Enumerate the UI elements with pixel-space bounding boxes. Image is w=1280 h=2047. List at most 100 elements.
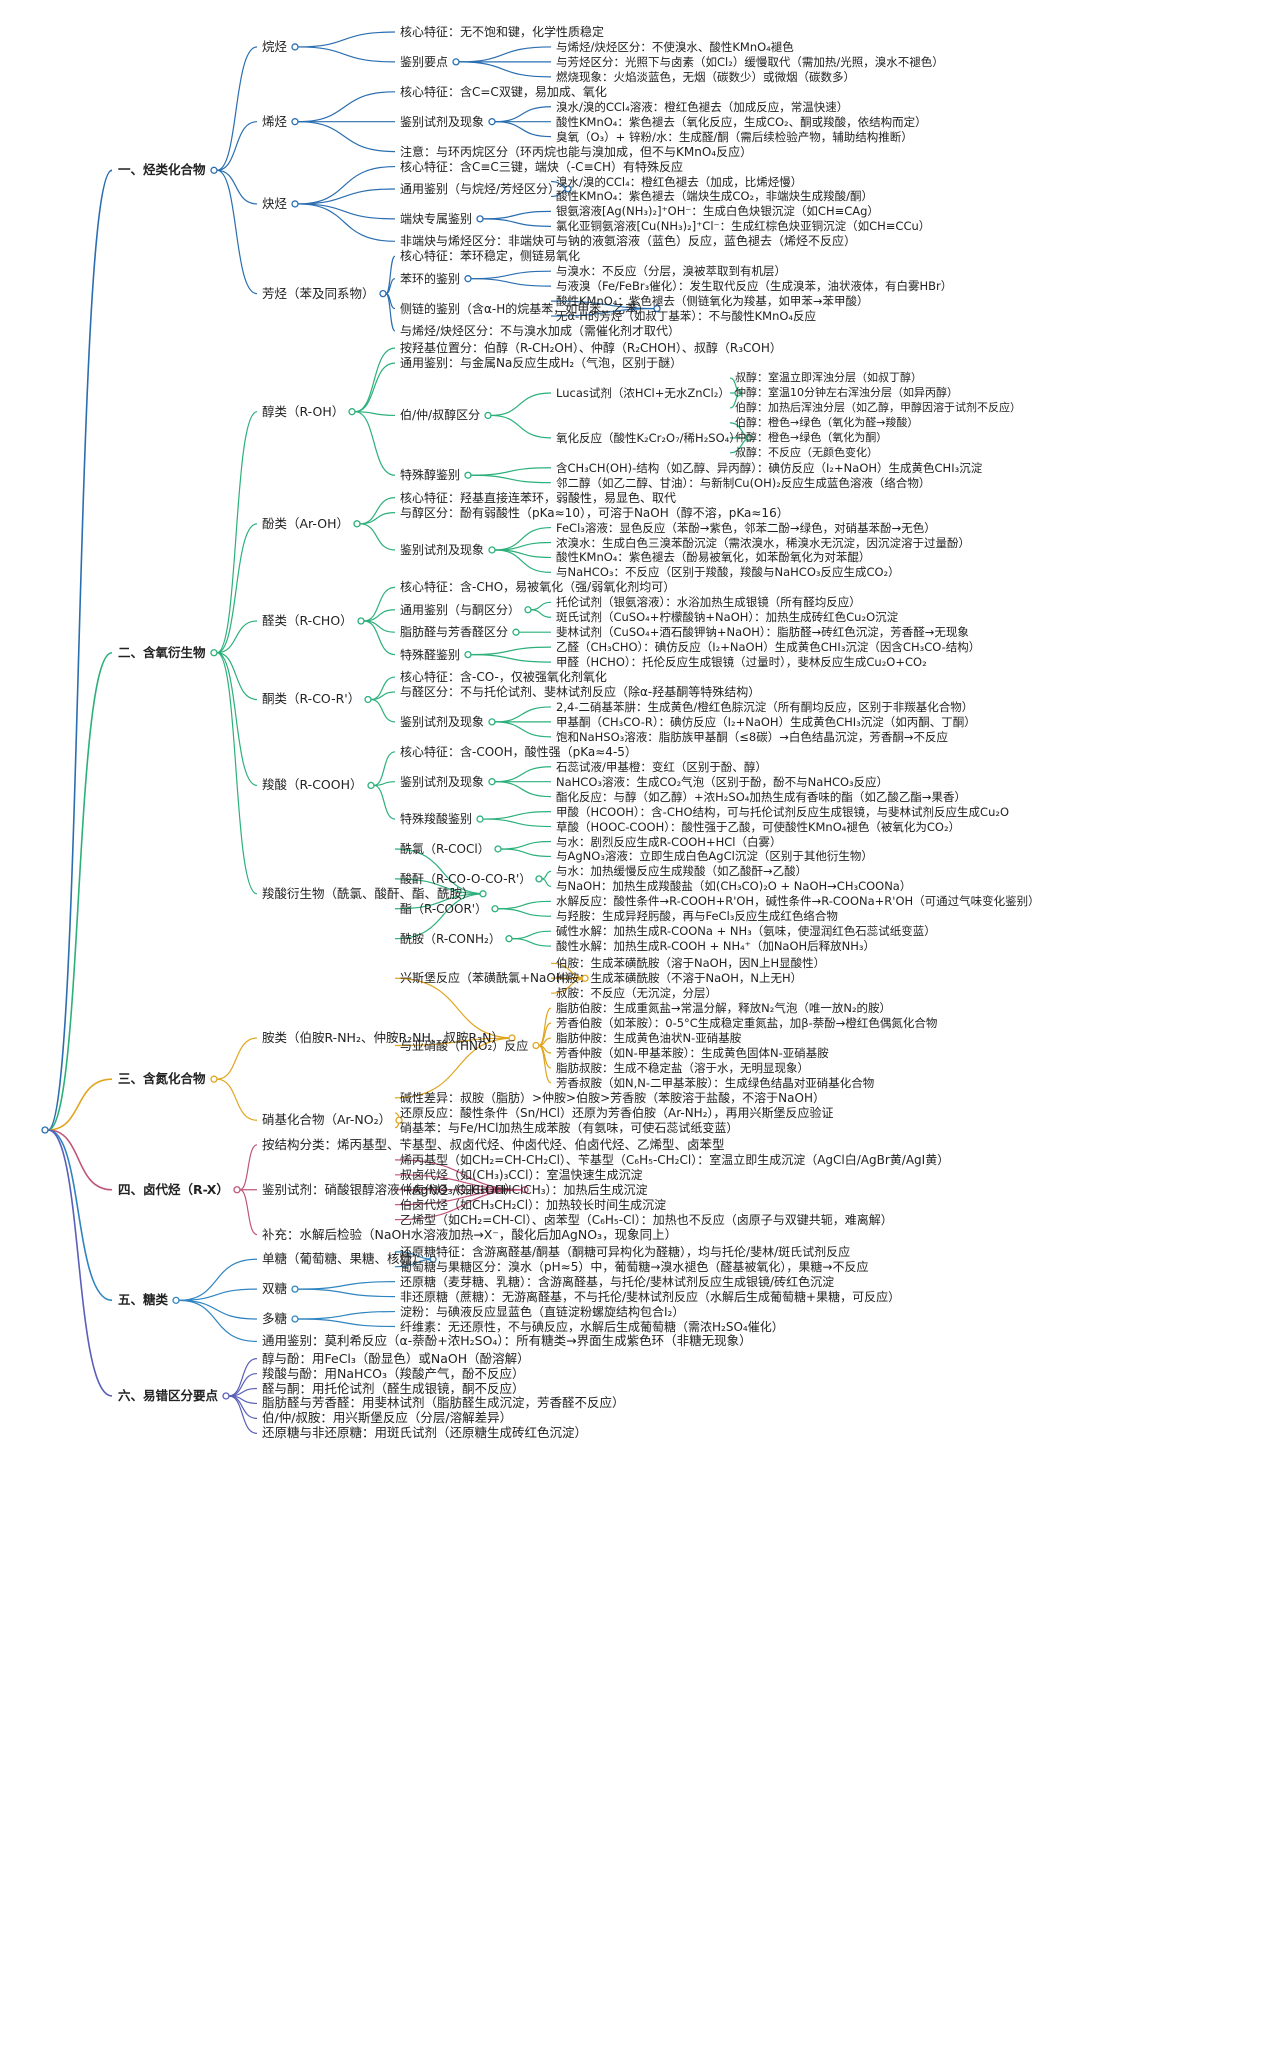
leaf-node: 甲醛（HCHO）：托伦反应生成银镜（过量时），斐林反应生成Cu₂O+CO₂	[556, 655, 927, 670]
leaf-node: 与醛区分：不与托伦试剂、斐林试剂反应（除α-羟基酮等特殊结构）	[400, 685, 761, 699]
node-dot	[464, 275, 472, 283]
connector-line	[297, 203, 396, 220]
branch-node: 特殊羧酸鉴别	[400, 812, 473, 827]
branch-node: 单糖（葡萄糖、果糖、核糖）	[262, 1251, 425, 1267]
leaf-node: 注意：与环丙烷区分（环丙烷也能与溴加成，但不与KMnO₄反应）	[400, 144, 753, 159]
leaf-node: 伯/仲/叔胺：用兴斯堡反应（分层/溶解差异）	[262, 1410, 513, 1426]
branch-node: Lucas试剂（浓HCl+无水ZnCl₂）	[556, 386, 730, 400]
leaf-node: 与AgNO₃溶液：立即生成白色AgCl沉淀（区别于其他衍生物）	[556, 849, 873, 864]
leaf-node: 核心特征：含C=C双键，易加成、氧化	[400, 84, 607, 99]
leaf-node: 通用鉴别：与金属Na反应生成H₂（气泡，区别于醚）	[400, 356, 683, 371]
connector-line	[494, 706, 552, 723]
connector-line	[216, 121, 258, 171]
branch-node: 鉴别试剂及现象	[400, 114, 485, 129]
node-dot	[367, 781, 375, 790]
leaf-node: 饱和NaHSO₃溶液：脂肪族甲基酮（≤8碳）→白色结晶沉淀，芳香酮→不反应	[556, 729, 948, 744]
connector-line	[216, 169, 258, 295]
leaf-node: 乙烯型（如CH₂=CH-Cl）、卤苯型（C₆H₅-Cl）：加热也不反应（卤原子与…	[400, 1212, 893, 1227]
connector-line	[373, 784, 396, 820]
leaf-node: 烯丙基型（如CH₂=CH-CH₂Cl）、苄基型（C₆H₅-CH₂Cl）：室温立即…	[400, 1152, 950, 1167]
connector-line	[497, 908, 552, 917]
connector-line	[385, 278, 396, 295]
section-title: 二、含氧衍生物	[118, 644, 206, 660]
branch-node: 羧酸衍生物（酰氯、酸酐、酯、酰胺）	[262, 885, 475, 901]
leaf-node: 还原反应：酸性条件（Sn/HCl）还原为芳香伯胺（Ar-NH₂），再用兴斯堡反应…	[400, 1105, 834, 1120]
leaf-node: 与NaHCO₃：不反应（区别于羧酸，羧酸与NaHCO₃反应生成CO₂）	[556, 565, 900, 580]
node-dot	[512, 628, 520, 636]
connector-line	[354, 347, 396, 413]
connector-line	[178, 1258, 258, 1301]
node-dot	[357, 617, 365, 625]
leaf-node: 芳香仲胺（如N-甲基苯胺）：生成黄色固体N-亚硝基胺	[556, 1046, 829, 1060]
leaf-node: 核心特征：含-CHO，易被氧化（强/弱氧化剂均可）	[400, 580, 676, 595]
connector-line	[47, 651, 113, 1131]
connector-line	[297, 91, 396, 123]
node-dot	[379, 289, 387, 298]
leaf-node: 淀粉：与碘液反应显蓝色（直链淀粉螺旋结构包合I₂）	[400, 1304, 685, 1319]
connector-line	[538, 1044, 552, 1084]
connector-line	[530, 601, 552, 611]
leaf-node: 醛与酮：用托伦试剂（醛生成银镜，酮不反应）	[262, 1380, 525, 1396]
connector-line	[47, 169, 113, 1131]
node-dot	[745, 434, 753, 442]
node-dot	[291, 43, 299, 51]
leaf-node: 仲醇：室温10分钟左右浑浊分层（如异丙醇）	[735, 386, 958, 399]
leaf-node: 与醇区分：酚有弱酸性（pKa≈10），可溶于NaOH（醇不溶，pKa≈16）	[400, 505, 789, 520]
node-dot	[291, 118, 299, 126]
leaf-node: 核心特征：含C≡C三键，端炔（-C≡CH）有特殊反应	[400, 159, 683, 174]
connector-line	[394, 1037, 516, 1047]
section-title: 四、卤代烃（R-X）	[118, 1181, 229, 1197]
branch-node: 通用鉴别（与烷烃/芳烃区分）	[400, 181, 561, 196]
branch-node: 醇类（R-OH）	[262, 403, 345, 419]
leaf-node: 醇与酚：用FeCl₃（酚显色）或NaOH（酚溶解）	[262, 1350, 530, 1366]
connector-line	[497, 900, 552, 910]
node-dot	[41, 1126, 49, 1134]
node-dot	[508, 1034, 516, 1042]
leaf-node: 羧酸与酚：用NaHCO₃（羧酸产气，酚不反应）	[262, 1365, 525, 1381]
leaf-node: 燃烧现象：火焰淡蓝色，无烟（碳数少）或微烟（碳数多）	[556, 69, 855, 84]
node-dot	[488, 718, 496, 726]
node-dot	[521, 1186, 529, 1194]
branch-node: 伯/仲/叔醇区分	[400, 408, 481, 423]
node-dot	[524, 606, 532, 614]
leaf-node: 伯醇：加热后浑浊分层（如乙醇，甲醇因溶于试剂不反应）	[735, 400, 1021, 414]
connector-line	[394, 1174, 529, 1191]
leaf-node: 伯醇：橙色→绿色（氧化为醛→羧酸）	[735, 415, 919, 429]
leaf-node: 酸性KMnO₄：紫色褪去（酚易被氧化，如苯酚氧化为对苯醌）	[556, 550, 871, 565]
connector-line	[494, 721, 552, 738]
leaf-node: 非还原糖（蔗糖）：无游离醛基，不与托伦/斐林试剂反应（水解后生成葡萄糖+果糖，可…	[400, 1289, 901, 1304]
leaf-node: 叔醇：室温立即浑浊分层（如叔丁醇）	[735, 371, 922, 385]
leaf-node: 与溴水：不反应（分层，溴被萃取到有机层）	[556, 264, 786, 279]
branch-node: 羧酸（R-COOH）	[262, 777, 363, 793]
leaf-node: 脂肪叔胺：生成不稳定盐（溶于水，无明显现象）	[556, 1060, 809, 1075]
node-dot	[210, 649, 218, 657]
branch-node: 芳烃（苯及同系物）	[262, 285, 375, 301]
connector-line	[178, 1288, 258, 1301]
connector-line	[394, 977, 516, 1039]
leaf-node: 脂肪伯胺：生成重氮盐→常温分解，释放N₂气泡（唯一放N₂的胺）	[556, 1001, 892, 1016]
branch-node: 鉴别要点	[400, 54, 449, 69]
connector-line	[494, 549, 552, 573]
leaf-node: 邻二醇（如乙二醇、甘油）：与新制Cu(OH)₂反应生成蓝色溶液（络合物）	[556, 475, 931, 490]
leaf-node: 2,4-二硝基苯肼：生成黄色/橙红色腙沉淀（所有酮均反应，区别于非羰基化合物）	[556, 699, 974, 714]
leaf-node: 甲基酮（CH₃CO-R）：碘仿反应（I₂+NaOH）生成黄色CHI₃沉淀（如丙酮…	[556, 714, 976, 729]
leaf-node: 伯卤代烃（如CH₃CH₂Cl）：加热较长时间生成沉淀	[400, 1197, 667, 1212]
leaf-node: 补充：水解后检验（NaOH水溶液加热→X⁻，酸化后加AgNO₃，现象同上）	[262, 1226, 678, 1242]
branch-node: 烯烃	[262, 113, 288, 129]
connector-line	[494, 766, 552, 783]
connector-line	[178, 1299, 258, 1320]
connector-line	[354, 411, 396, 476]
leaf-node: 还原糖（麦芽糖、乳糖）：含游离醛基，与托伦/斐林试剂反应生成银镜/砖红色沉淀	[400, 1274, 835, 1289]
leaf-node: 酸性水解：加热生成R-COOH + NH₄⁺（加NaOH后释放NH₃）	[556, 939, 876, 954]
leaf-node: 银氨溶液[Ag(NH₃)₂]⁺OH⁻：生成白色炔银沉淀（如CH≡CAg）	[556, 204, 879, 219]
connector-line	[297, 165, 396, 205]
connector-line	[297, 46, 396, 63]
connector-line	[178, 1299, 258, 1343]
leaf-node: 与羟胺：生成异羟肟酸，再与FeCl₃反应生成红色络合物	[556, 909, 838, 924]
connector-line	[297, 121, 396, 153]
connector-line	[541, 878, 552, 887]
leaf-node: 浓溴水：生成白色三溴苯酚沉淀（需浓溴水，稀溴水无沉淀，因沉淀溶于过量酚）	[556, 535, 970, 550]
leaf-node: NaHCO₃溶液：生成CO₂气泡（区别于酚，酚不与NaHCO₃反应）	[556, 774, 889, 789]
branch-node: 炔烃	[262, 195, 288, 211]
connector-line	[354, 411, 396, 417]
